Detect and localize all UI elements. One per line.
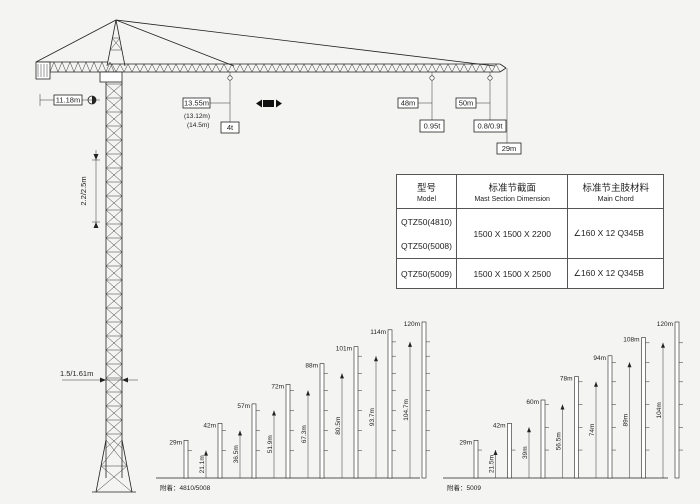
mast-bar <box>353 346 359 479</box>
anchor-arrow <box>661 342 665 348</box>
trolley-direction-icon <box>256 99 282 108</box>
hook-distance-alt2-label: (14.5m) <box>187 122 209 129</box>
anchor-arrow <box>408 341 412 347</box>
anchor-arrow <box>527 427 531 433</box>
anchor-arrow <box>493 450 498 456</box>
mast-height-label: 114m <box>370 329 386 336</box>
under-hook-height: 29m <box>496 68 522 155</box>
anchor-arrow <box>272 410 276 416</box>
anchor-height-label: 36.5m <box>233 445 240 463</box>
chart-caption: 附着：4810/5008 <box>160 483 211 492</box>
mast-height-label: 29m <box>169 439 182 446</box>
anchor-height-label: 51.9m <box>267 435 274 453</box>
load-mid-label: 0.95t <box>424 122 442 131</box>
anchor-height-label: 21.1m <box>199 455 206 473</box>
mast-bar <box>607 355 613 479</box>
table-row: QTZ50(5009) 1500 X 1500 X 2500 ∠160 X 12… <box>396 258 664 289</box>
anchor-arrow <box>374 356 378 362</box>
mast-bar <box>387 329 393 479</box>
table-row: QTZ50(4810) 1500 X 1500 X 2200 ∠160 X 12… <box>396 208 664 259</box>
mast-height-label: 94m <box>593 355 606 362</box>
distance-mid-label: 48m <box>401 99 416 108</box>
anchor-height-label: 80.5m <box>335 417 342 435</box>
model-cell: QTZ50(5009) <box>396 258 457 289</box>
chart-caption: 附着：5009 <box>447 483 481 492</box>
mast-width-label: 1.5/1.61m <box>60 369 93 378</box>
mast-height-label: 120m <box>404 321 420 328</box>
mast-bar <box>473 439 479 479</box>
mast-height-label: 72m <box>271 383 284 390</box>
mast-height-label: 88m <box>305 363 318 370</box>
mast-width-dimension: 1.5/1.61m <box>60 369 138 383</box>
counter-jib-dimension: 11.18m <box>39 94 100 106</box>
mast-bar <box>421 321 427 479</box>
mast-bar <box>251 403 257 479</box>
anchor-height-label: 67.3m <box>301 425 308 443</box>
hook-near: 13.55m (13.12m) (14.5m) 4t <box>182 72 240 134</box>
hook-end: 50m 0.8/0.9t <box>455 72 507 133</box>
anchor-arrow <box>238 430 242 436</box>
chord-cell: ∠160 X 12 Q345B <box>567 258 664 289</box>
hook-mid: 48m 0.95t <box>397 72 445 133</box>
anchor-arrow <box>560 404 565 410</box>
section-spacing-label: 2.2/2.5m <box>79 176 88 205</box>
mast-bar <box>507 423 512 479</box>
distance-end-label: 50m <box>459 99 474 108</box>
chord-cell: ∠160 X 12 Q345B <box>567 208 664 259</box>
hook-distance-alt1-label: (13.12m) <box>184 113 210 120</box>
mast-bar <box>285 384 291 479</box>
section-cell: 1500 X 1500 X 2200 <box>455 208 569 259</box>
mast-height-label: 57m <box>237 403 250 410</box>
height-chart-4810-5008: 29m 42m 57m 72m 88m 101m 114m 120m 21.1m 36.5m 51.… <box>156 321 430 492</box>
anchor-arrow <box>204 450 208 456</box>
model-cell: QTZ50(5008) <box>396 234 457 259</box>
mast-height-label: 78m <box>560 376 573 383</box>
anchor-height-label: 89m <box>623 414 630 427</box>
anchor-arrow <box>340 373 344 379</box>
anchor-arrow <box>627 362 632 368</box>
model-cell: QTZ50(4810) <box>396 208 457 235</box>
mast-bar <box>319 363 325 479</box>
mast-bar <box>674 321 680 479</box>
anchor-height-label: 104m <box>656 402 663 418</box>
under-hook-height-label: 29m <box>502 144 517 153</box>
anchor-arrow <box>306 390 310 396</box>
mast-bar <box>641 337 646 479</box>
load-near-label: 4t <box>227 123 234 132</box>
mast-height-label: 42m <box>493 422 506 429</box>
anchor-height-label: 74m <box>589 424 596 437</box>
anchor-height-label: 21.5m <box>489 455 496 473</box>
mast-bar <box>540 399 546 479</box>
section-spacing-dimension: 2.2/2.5m <box>79 150 100 228</box>
mast-bar <box>574 376 579 479</box>
anchor-height-label: 56.5m <box>556 432 563 450</box>
mast-height-label: 60m <box>526 399 539 406</box>
mast-bar <box>183 439 189 479</box>
counter-jib-length-label: 11.18m <box>56 96 80 105</box>
mast-height-label: 108m <box>623 337 639 344</box>
anchor-height-label: 39m <box>522 446 529 459</box>
mast-height-label: 120m <box>657 321 673 328</box>
anchor-height-label: 93.7m <box>369 408 376 426</box>
mast-height-label: 29m <box>459 439 472 446</box>
hook-distance-main-label: 13.55m <box>184 99 209 108</box>
anchor-arrow <box>594 381 598 387</box>
load-end-label: 0.8/0.9t <box>477 122 503 131</box>
height-chart-5009: 29m 42m 60m 78m 94m 108m 120m 21.5m 39m 56.5m 74m 8… <box>443 321 683 492</box>
section-cell: 1500 X 1500 X 2500 <box>455 258 569 289</box>
anchor-height-label: 104.7m <box>403 399 410 421</box>
mast-height-label: 42m <box>203 422 216 429</box>
mast-height-label: 101m <box>336 346 352 353</box>
mast-bar <box>217 423 223 479</box>
